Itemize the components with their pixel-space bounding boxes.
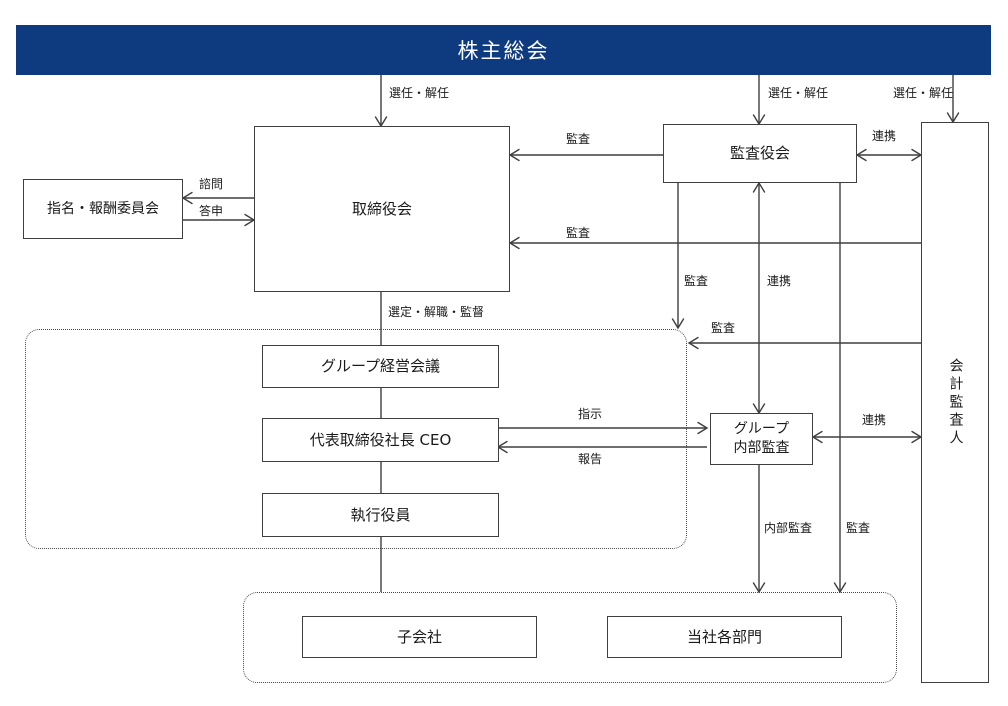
edge-label-appoint-audit-board: 選任・解任 <box>768 86 829 100</box>
edge-label-appoint-accounting: 選任・解任 <box>893 86 954 100</box>
subsidiaries-label: 子会社 <box>396 627 442 646</box>
group-internal-audit-line1: グループ <box>733 421 790 438</box>
edge-label-cooperation-3: 連携 <box>862 413 887 427</box>
edge-label-report-back: 答申 <box>199 204 224 218</box>
execution-group-container <box>25 329 687 549</box>
edge-label-cooperation-1: 連携 <box>872 129 897 143</box>
board-of-directors-label: 取締役会 <box>351 199 412 218</box>
node-accounting-auditor: 会計監査人 <box>921 122 989 683</box>
edge-label-selection-supervision: 選定・解職・監督 <box>388 305 485 319</box>
node-board-of-directors: 取締役会 <box>254 126 510 292</box>
edge-label-audit-4: 監査 <box>711 321 736 335</box>
audit-supervisory-board-label: 監査役会 <box>729 144 790 163</box>
node-executive-officers: 執行役員 <box>262 493 499 537</box>
president-ceo-label: 代表取締役社長 CEO <box>309 430 452 449</box>
shareholders-meeting-title: 株主総会 <box>457 39 550 63</box>
edge-label-audit-3: 監査 <box>684 274 709 288</box>
group-management-meeting-label: グループ経営会議 <box>320 357 441 376</box>
node-audit-supervisory-board: 監査役会 <box>663 124 857 183</box>
group-internal-audit-line2: 内部監査 <box>733 440 790 456</box>
company-departments-label: 当社各部門 <box>686 627 762 646</box>
node-group-management-meeting: グループ経営会議 <box>262 345 499 388</box>
group-internal-audit-label: グループ 内部監査 <box>734 420 790 458</box>
node-group-internal-audit: グループ 内部監査 <box>710 413 813 465</box>
edge-label-audit-1: 監査 <box>566 132 591 146</box>
node-nomination-compensation-committee: 指名・報酬委員会 <box>23 179 183 239</box>
edge-label-report: 報告 <box>578 452 603 466</box>
edge-label-internal-audit: 内部監査 <box>764 521 813 535</box>
edge-label-audit-2: 監査 <box>566 226 591 240</box>
committee-label: 指名・報酬委員会 <box>47 200 159 217</box>
edge-label-audit-5: 監査 <box>846 521 871 535</box>
node-company-departments: 当社各部門 <box>607 616 842 658</box>
shareholders-meeting-banner: 株主総会 <box>16 25 991 75</box>
edge-label-instruction: 指示 <box>578 407 603 421</box>
node-president-ceo: 代表取締役社長 CEO <box>262 418 499 462</box>
edge-label-cooperation-2: 連携 <box>767 274 792 288</box>
accounting-auditor-label: 会計監査人 <box>947 357 964 448</box>
executive-officers-label: 執行役員 <box>350 505 411 524</box>
node-subsidiaries: 子会社 <box>302 616 537 658</box>
edge-label-appoint-board: 選任・解任 <box>389 86 450 100</box>
audited-entities-container <box>243 592 897 683</box>
edge-label-consultation: 諮問 <box>199 177 224 191</box>
